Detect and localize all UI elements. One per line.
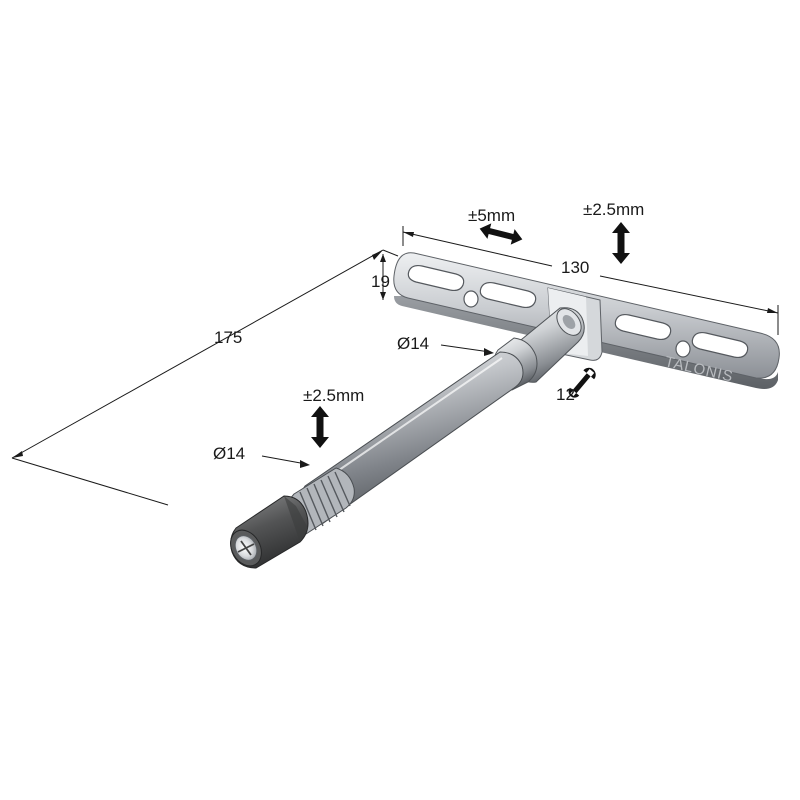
lower-diameter-callout: Ø14 (213, 444, 310, 468)
vertical-plate-adjust-label: ±2.5mm (583, 200, 644, 219)
plate-slot-hole (479, 281, 537, 309)
vertical-rod-adjust-callout: ±2.5mm (303, 386, 364, 448)
horizontal-adjust-callout: ±5mm (468, 206, 523, 245)
double-arrow-horizontal-icon (479, 223, 523, 245)
plate-slot-hole (691, 331, 749, 359)
double-arrow-vertical-icon (311, 406, 329, 448)
phillips-screw-icon (234, 535, 258, 561)
upper-diameter-callout: Ø14 (397, 334, 494, 356)
adjustment-knob (230, 495, 309, 569)
double-arrow-vertical-icon (612, 222, 630, 264)
plate-length-dimension: 130 (402, 226, 779, 335)
wrench-size-label: 12 (556, 385, 575, 404)
plate-slot-hole (614, 313, 672, 341)
upper-diameter-label: Ø14 (397, 334, 429, 353)
plate-slot-hole (407, 264, 465, 292)
lower-diameter-label: Ø14 (213, 444, 245, 463)
plate-round-hole (675, 340, 691, 358)
plate-height-dimension: 19 (371, 254, 390, 300)
wrench-icon (568, 367, 596, 398)
plate-round-hole (463, 290, 479, 308)
plate-length-label: 130 (561, 258, 589, 277)
horizontal-adjust-label: ±5mm (468, 206, 515, 225)
overall-length-label: 175 (214, 328, 242, 347)
vertical-rod-adjust-label: ±2.5mm (303, 386, 364, 405)
overall-length-dimension: 175 (11, 249, 399, 506)
vertical-plate-adjust-callout: ±2.5mm (583, 200, 644, 264)
plate-height-label: 19 (371, 272, 390, 291)
